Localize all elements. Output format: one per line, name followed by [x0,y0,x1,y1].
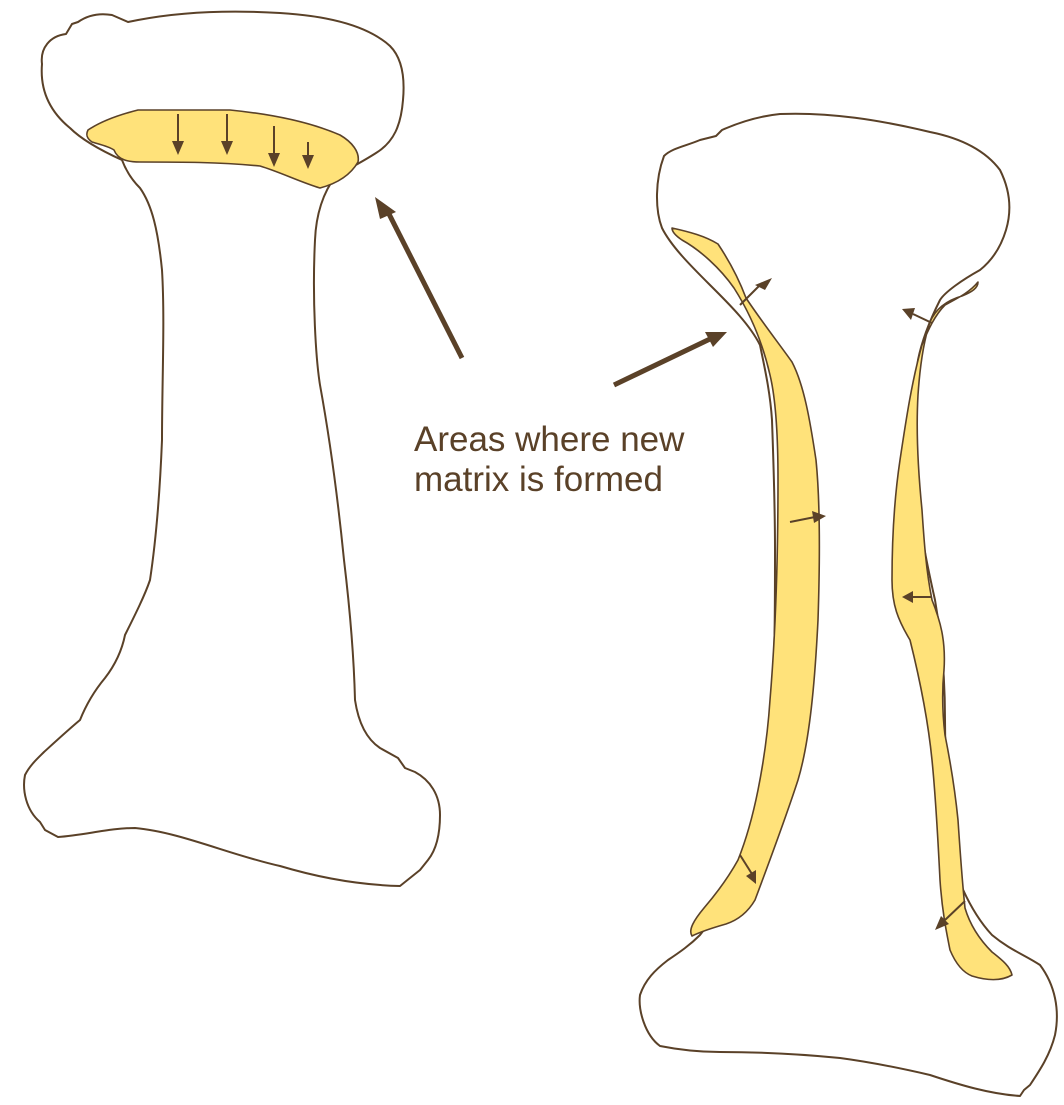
right-bone-outline [640,114,1057,1096]
left-bone [24,12,440,886]
pointer-arrow-right-bone [614,332,727,385]
right-bone [640,114,1057,1096]
caption-line-2: matrix is formed [414,460,663,499]
pointer-arrow-left-bone [375,197,462,358]
caption-line-1: Areas where new [414,420,685,459]
